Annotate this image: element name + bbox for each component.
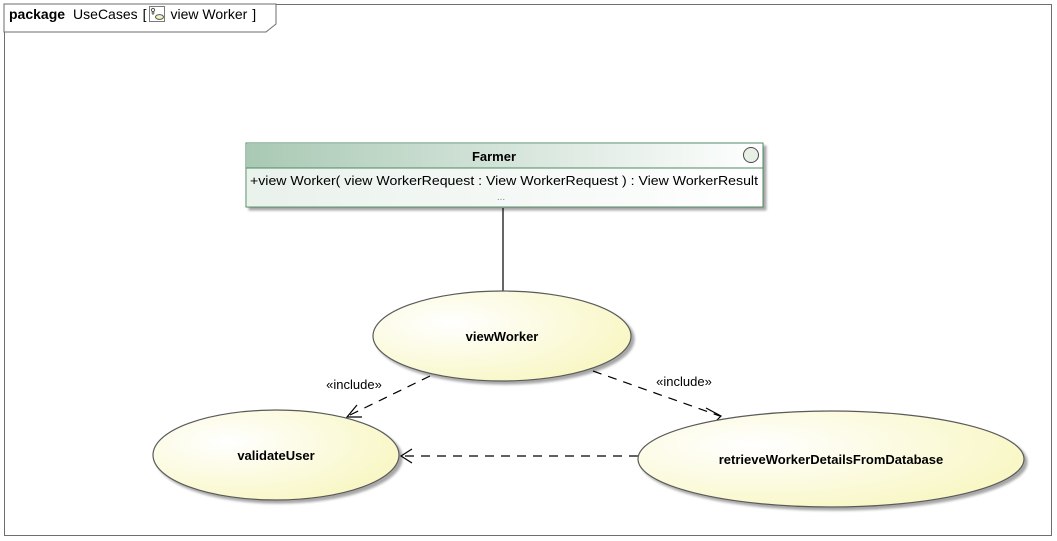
- include-edge-retrieve: [592, 370, 721, 417]
- class-more-indicator: ...: [497, 192, 505, 203]
- diagram-name: view Worker: [170, 6, 248, 22]
- use-case-view-worker-label: viewWorker: [466, 329, 539, 344]
- dependency-arrowhead: [399, 448, 413, 464]
- class-name: Farmer: [472, 149, 516, 164]
- circle-icon: [743, 147, 759, 163]
- package-name: UseCases: [73, 6, 138, 22]
- use-case-retrieve-worker-details-label: retrieveWorkerDetailsFromDatabase: [719, 452, 943, 467]
- include-label-left: «include»: [326, 377, 382, 392]
- include-arrowhead-validate: [345, 404, 362, 418]
- use-case-validate-user-label: validateUser: [237, 448, 314, 463]
- diagram-frame: [4, 4, 1052, 536]
- open-bracket: [: [142, 6, 147, 22]
- use-case-view-worker[interactable]: [372, 290, 632, 382]
- use-case-validate-user[interactable]: [152, 409, 400, 501]
- class-operation: +view Worker( view WorkerRequest : View …: [250, 173, 758, 188]
- include-label-right: «include»: [656, 374, 712, 389]
- close-bracket: ]: [252, 6, 257, 22]
- frame-keyword: package: [9, 6, 66, 22]
- use-case-diagram-icon: [148, 6, 165, 22]
- frame-tab: [3, 3, 277, 33]
- use-case-retrieve-worker-details[interactable]: [637, 410, 1025, 508]
- frame-tab-label: package UseCases [ view Worker ]: [9, 6, 256, 22]
- farmer-class[interactable]: [245, 142, 764, 208]
